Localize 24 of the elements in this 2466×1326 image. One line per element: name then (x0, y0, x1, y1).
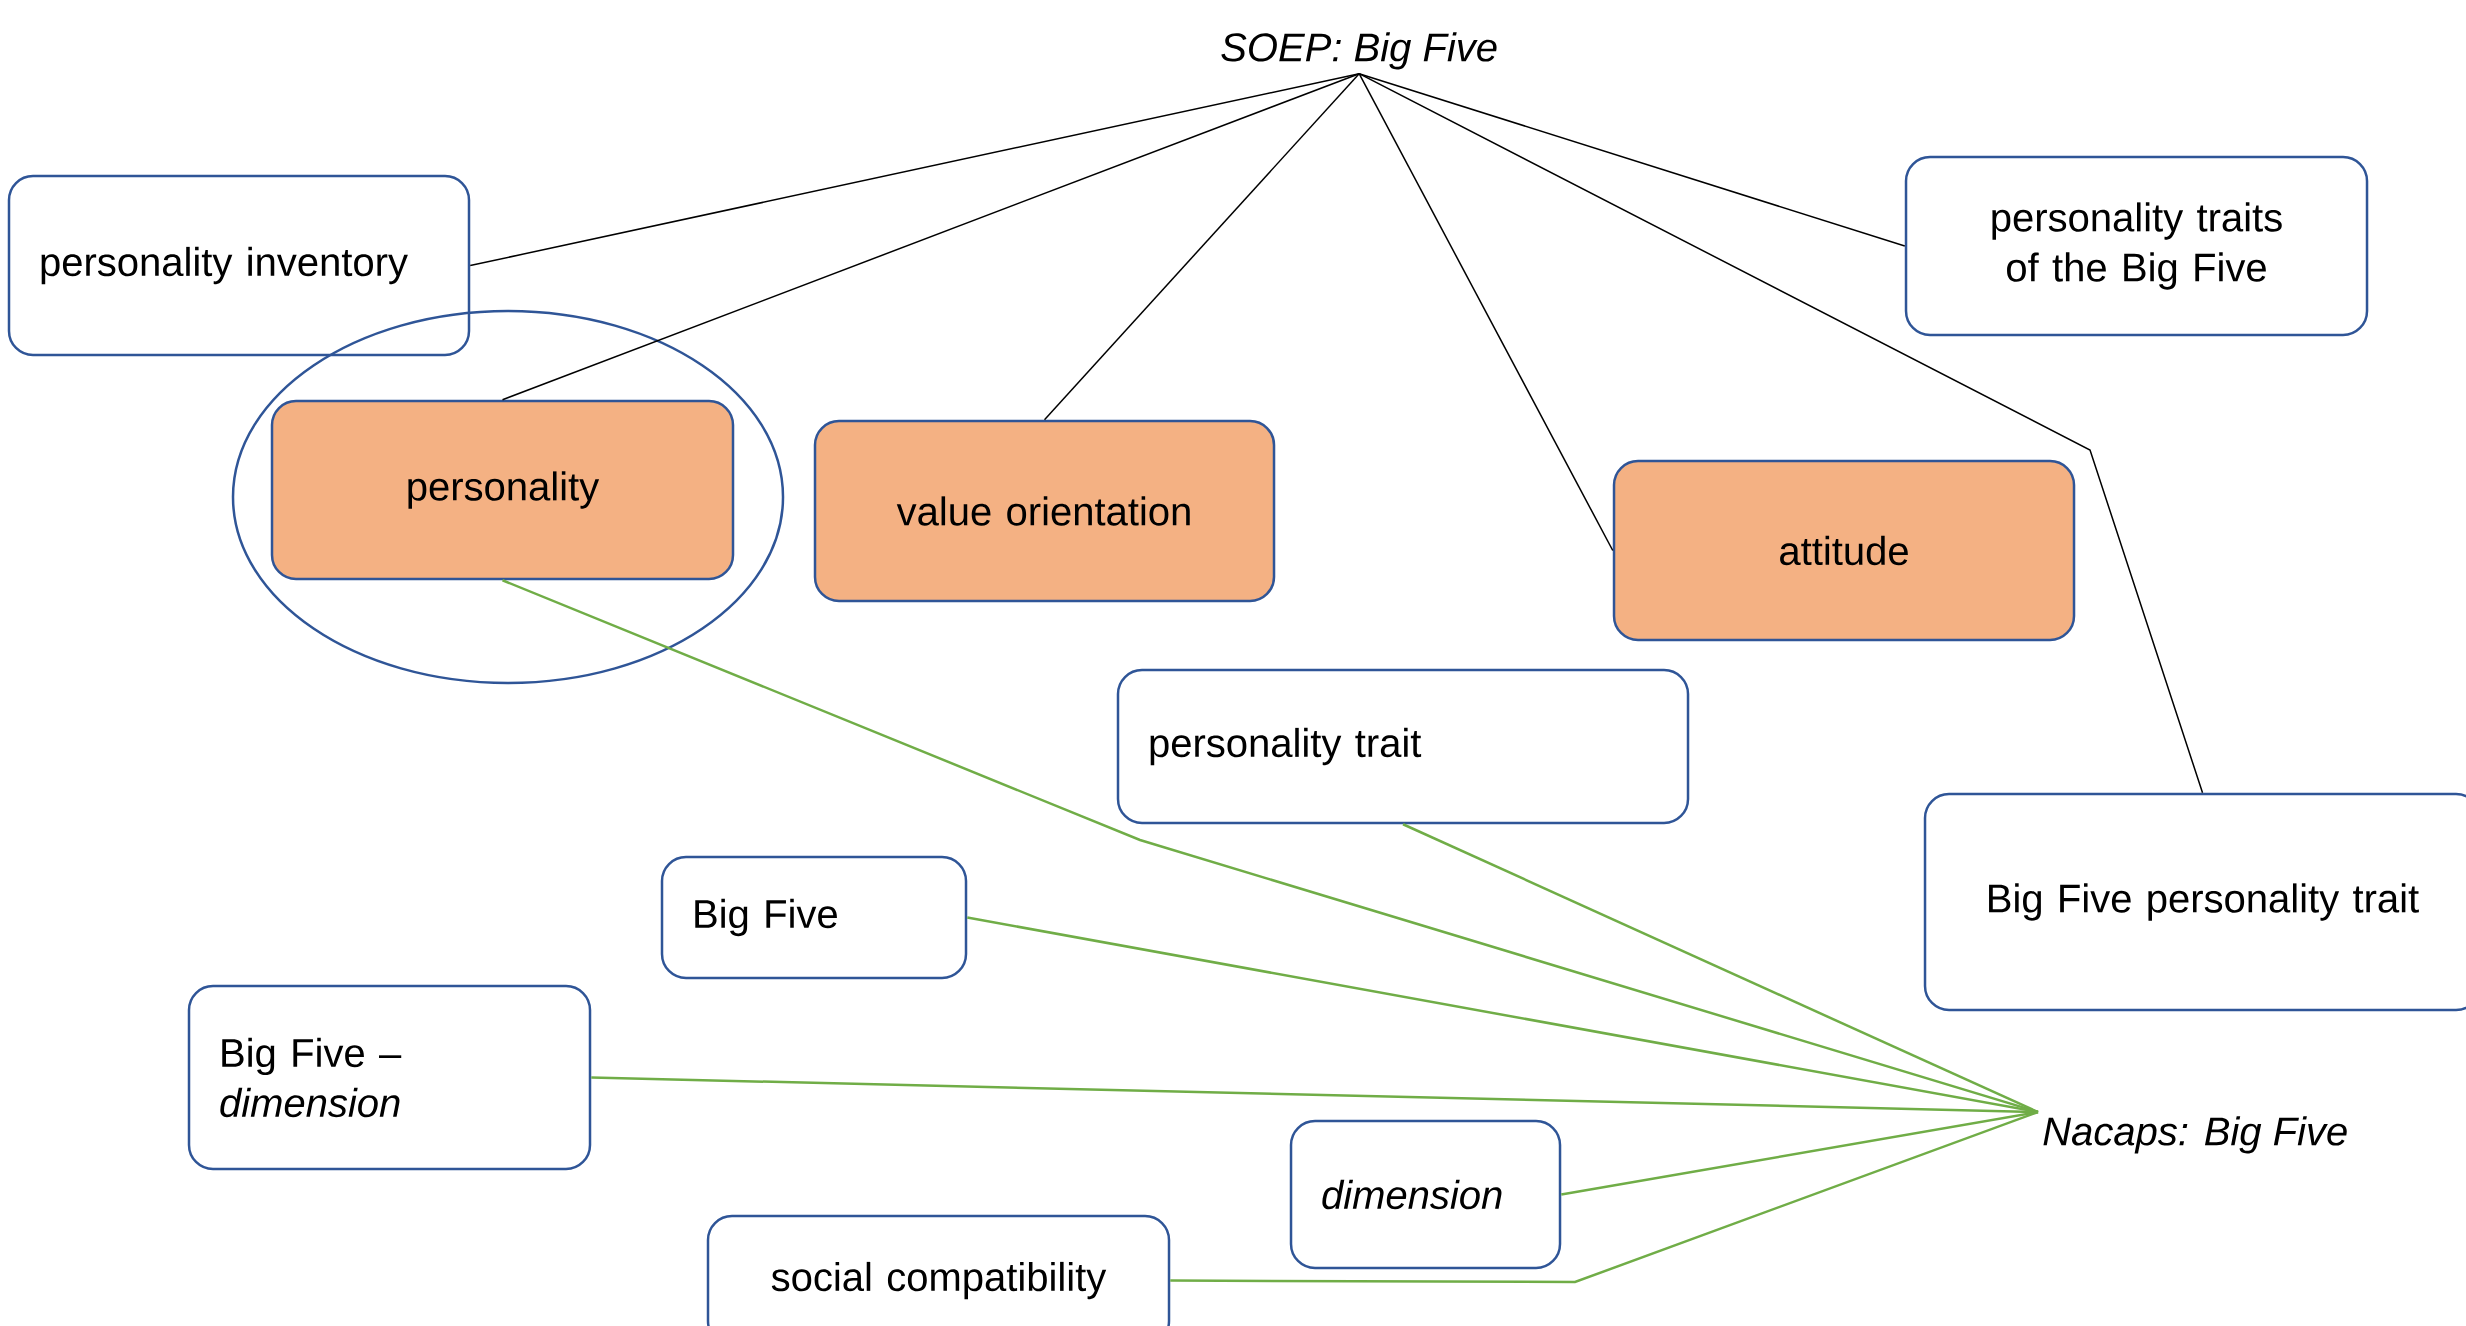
highlighted-box: personality (270, 399, 735, 581)
connector-line (1402, 823, 2039, 1114)
connector-line (1561, 1110, 2039, 1196)
concept-box: Big Five personality trait (1923, 792, 2466, 1012)
connector-line (1043, 72, 1360, 421)
connector-line (1358, 72, 1614, 552)
connector-line (469, 72, 1360, 267)
connector-line (967, 916, 2039, 1114)
heading-text: SOEP: Big Five (1221, 32, 1497, 70)
heading-text: Nacaps: Big Five (2043, 1116, 2347, 1154)
connector-line (1358, 72, 1906, 247)
connector-line (501, 72, 1360, 401)
ellipse-outline (231, 309, 785, 685)
concept-box: personality traits of the Big Five (1904, 155, 2369, 337)
concept-box: social compatibility (706, 1214, 1171, 1326)
concept-box: Big Five – dimension (187, 984, 592, 1171)
connector-line (1358, 72, 2204, 794)
highlighted-box: value orientation (813, 419, 1276, 603)
highlighted-box: attitude (1612, 459, 2076, 642)
connector-line (1170, 1110, 2039, 1284)
concept-box: personality inventory (7, 174, 471, 357)
concept-box: dimension (1289, 1119, 1562, 1270)
concept-box: Big Five (660, 855, 968, 980)
concept-box: personality trait (1116, 668, 1690, 825)
